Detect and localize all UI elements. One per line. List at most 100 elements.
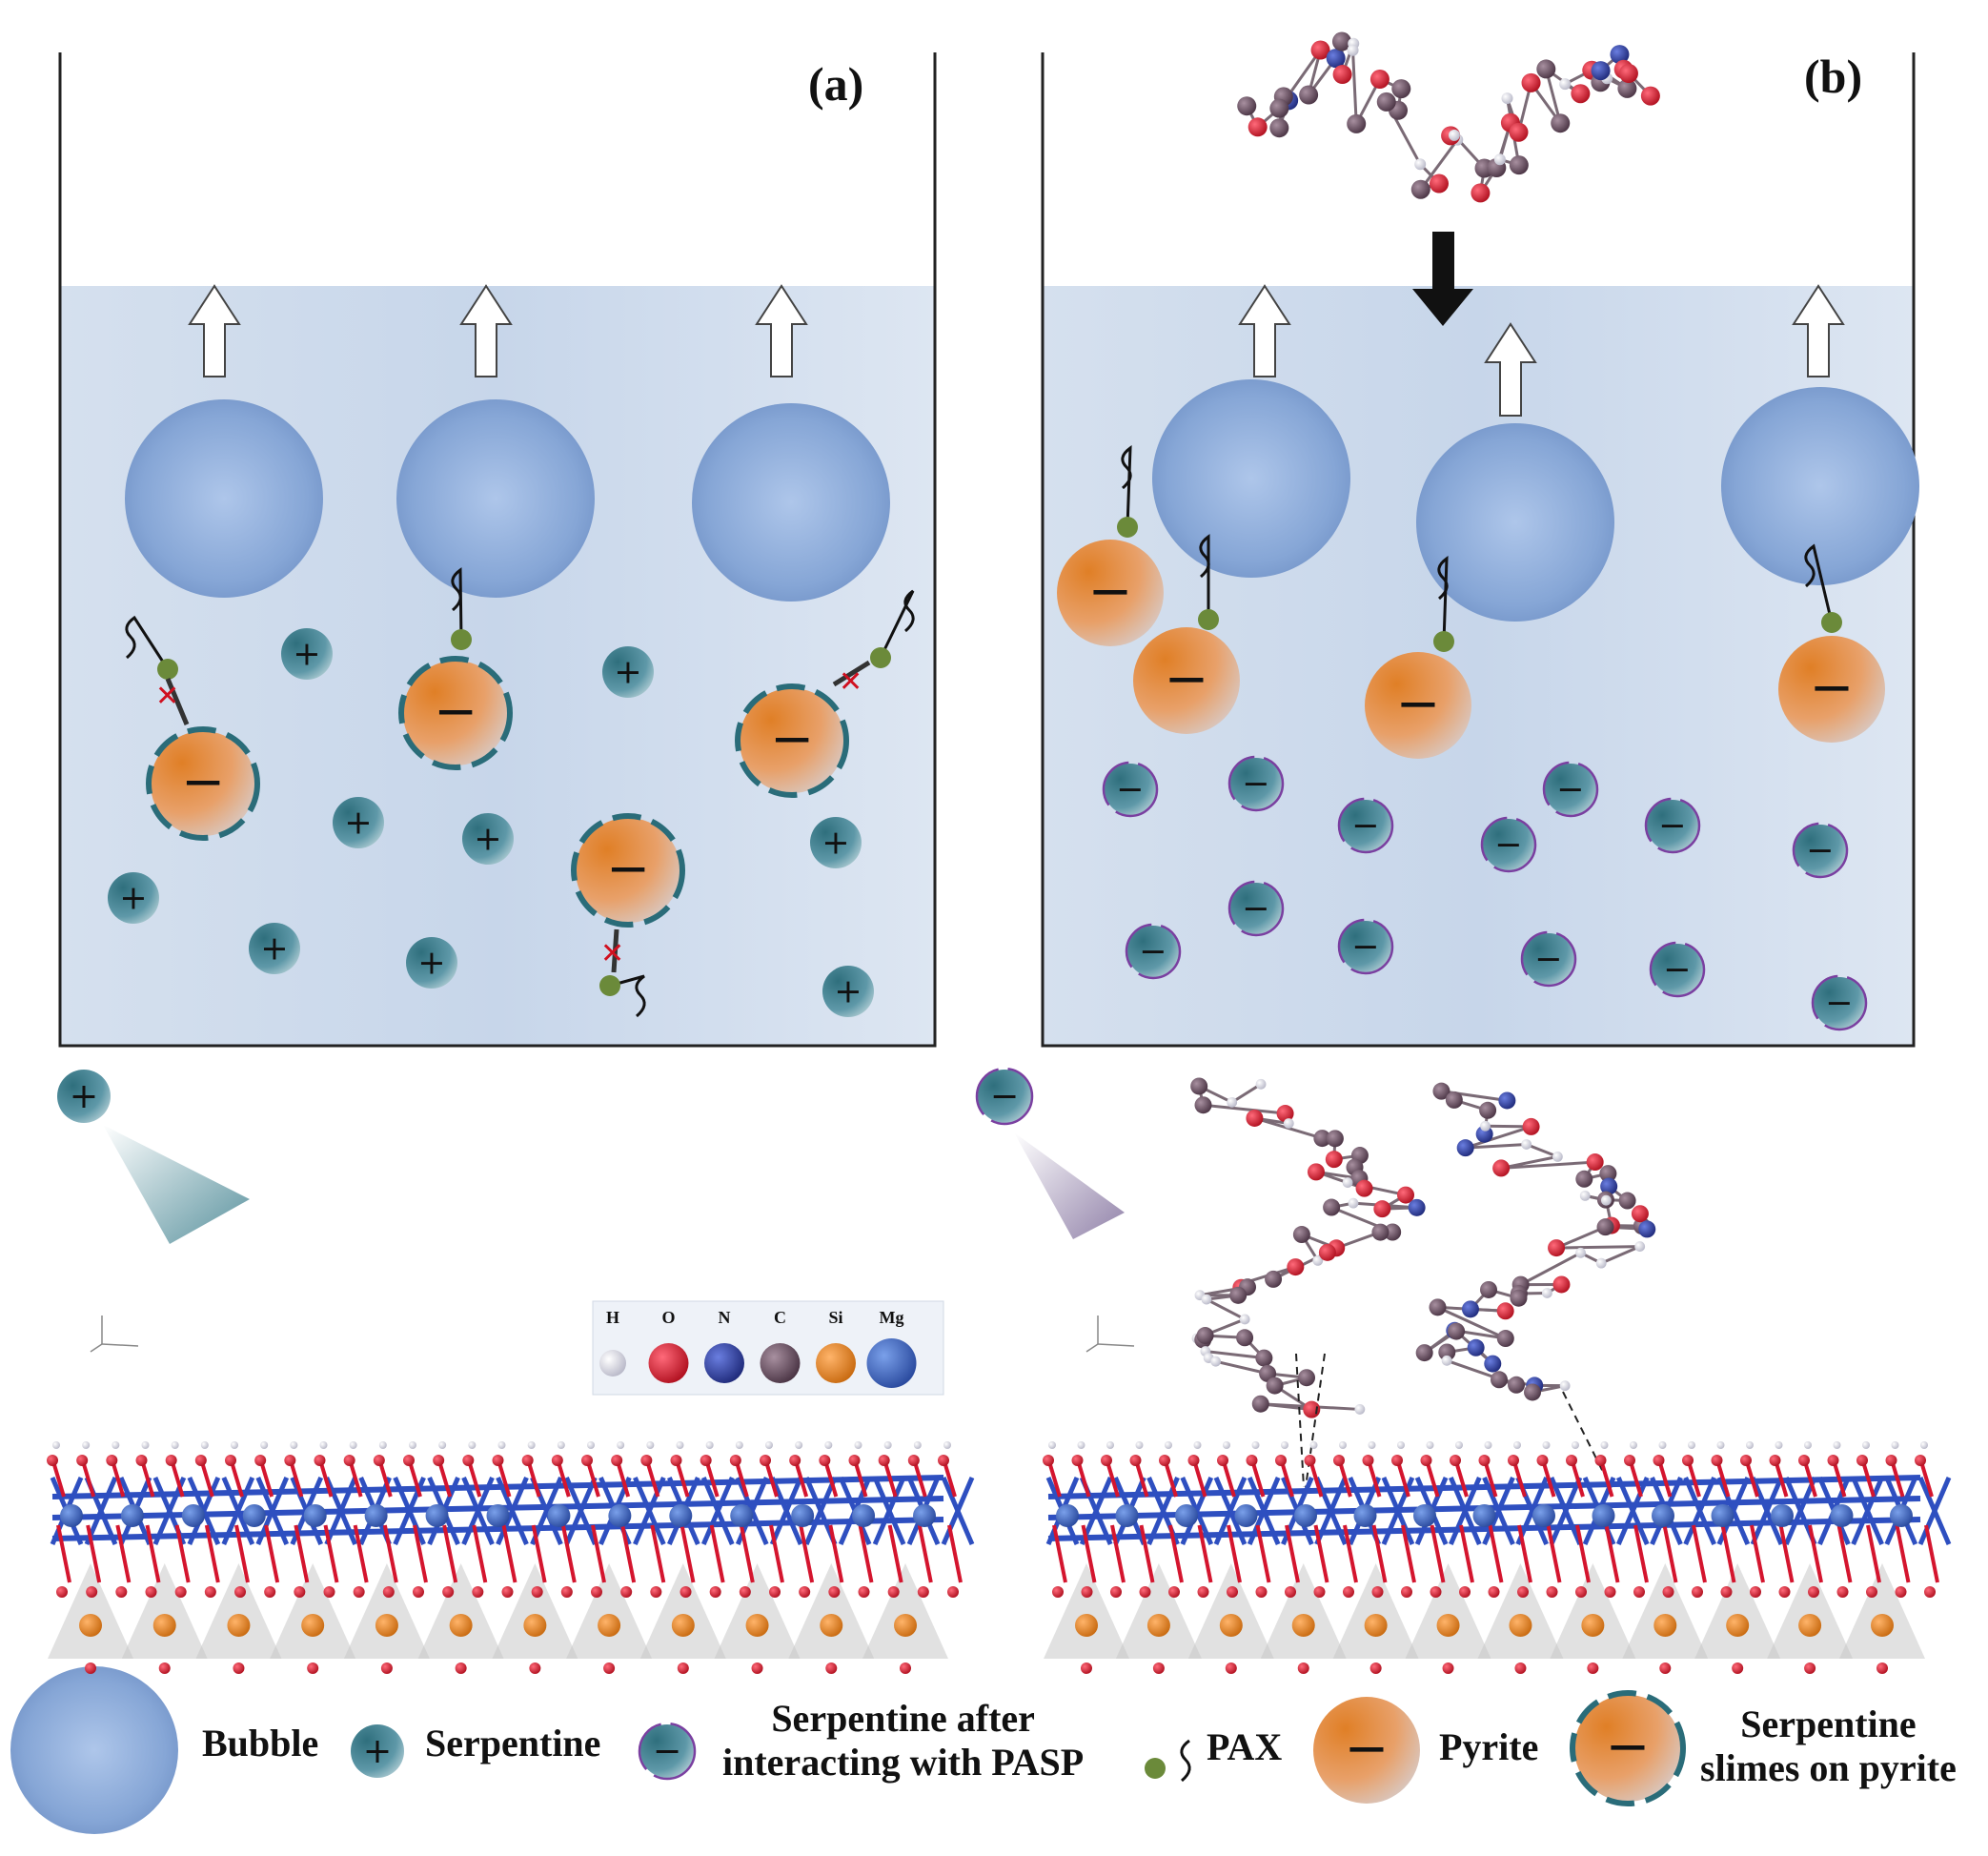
o-atom: [1732, 1662, 1743, 1674]
o-atom: [710, 1586, 721, 1598]
o-atom: [700, 1455, 712, 1466]
pyrite-particle: −: [1133, 627, 1240, 734]
h-atom: [1775, 1441, 1783, 1449]
o-atom: [1363, 1455, 1374, 1466]
o-atom: [442, 1586, 454, 1598]
o-atom: [1924, 1586, 1936, 1598]
o-atom: [650, 1586, 661, 1598]
si-atom: [375, 1614, 398, 1637]
atom: [1298, 1369, 1315, 1386]
h-atom: [1106, 1441, 1114, 1449]
charge-sign: −: [653, 1730, 682, 1771]
o-atom: [581, 1455, 593, 1466]
charge-sign: −: [1242, 888, 1269, 928]
o-atom: [1082, 1586, 1093, 1598]
charge-sign: −: [1810, 657, 1855, 719]
atom: [1195, 1096, 1212, 1113]
h-atom: [1078, 1441, 1085, 1449]
legend-pax-label: PAX: [1207, 1725, 1282, 1769]
legend-serpentine-pasp-symbol: −: [639, 1723, 695, 1779]
o-atom: [1072, 1455, 1084, 1466]
o-atom: [1770, 1455, 1781, 1466]
atom: [1542, 1288, 1552, 1298]
atom: [1229, 1287, 1247, 1304]
atom: [1448, 1323, 1465, 1340]
legend-serpentine-slimes-line1: Serpentine: [1700, 1703, 1957, 1746]
o-atom: [671, 1455, 682, 1466]
silica-tetrahedron: [1044, 1563, 1129, 1659]
atom: [1308, 1163, 1325, 1180]
silica-tetrahedron: [1839, 1563, 1925, 1659]
serpentine-particle: +: [810, 817, 862, 868]
o-atom: [56, 1586, 68, 1598]
serpentine-particle: +: [108, 872, 159, 924]
pyrite-particle: −: [1057, 540, 1164, 646]
serpentine-particle: +: [462, 813, 514, 865]
silica-tetrahedron: [1188, 1563, 1274, 1659]
o-atom: [403, 1455, 415, 1466]
o-atom: [591, 1586, 602, 1598]
o-atom: [522, 1455, 534, 1466]
o-atom: [1915, 1455, 1926, 1466]
si-atom: [1871, 1614, 1894, 1637]
o-atom: [1692, 1586, 1703, 1598]
atom: [1552, 1275, 1570, 1293]
bubble: [125, 399, 323, 598]
o-atom: [383, 1586, 395, 1598]
o-atom: [1508, 1455, 1519, 1466]
o-atom: [1130, 1455, 1142, 1466]
o-atom: [166, 1455, 177, 1466]
o-atom: [264, 1586, 275, 1598]
o-atom: [433, 1455, 444, 1466]
o-atom: [938, 1455, 949, 1466]
o-atom: [740, 1586, 751, 1598]
o-atom: [1140, 1586, 1151, 1598]
mg-atom: [1831, 1504, 1854, 1527]
atom: [1267, 1377, 1284, 1395]
charge-sign: −: [1139, 931, 1166, 970]
o-atom: [1595, 1455, 1607, 1466]
atom: [1333, 65, 1352, 84]
element-key-symbol: N: [719, 1308, 731, 1327]
o-atom: [76, 1455, 88, 1466]
atom: [1373, 1200, 1390, 1217]
o-atom: [1256, 1586, 1268, 1598]
pax-head: [1433, 631, 1454, 652]
atom: [1632, 1205, 1649, 1222]
mg-atom: [1294, 1504, 1317, 1527]
atom: [1501, 92, 1512, 104]
h-atom: [1485, 1441, 1492, 1449]
legend-serpentine-symbol: +: [351, 1724, 404, 1778]
o-atom: [225, 1455, 236, 1466]
pax-head: [1117, 517, 1138, 538]
o-atom: [1779, 1586, 1791, 1598]
o-atom: [1372, 1586, 1384, 1598]
atom: [1580, 1191, 1591, 1201]
atom: [1596, 1258, 1607, 1269]
charge-sign: −: [1556, 769, 1584, 808]
silica-tetrahedron: [1767, 1563, 1853, 1659]
atom: [1370, 70, 1390, 89]
charge-sign: −: [1806, 830, 1834, 869]
atom: [1414, 158, 1426, 170]
atom: [1284, 1118, 1294, 1129]
bond: [1521, 1253, 1581, 1284]
atom: [1497, 1330, 1514, 1347]
atom: [1371, 1224, 1389, 1241]
zoom-beam-a: [103, 1125, 250, 1244]
o-atom: [532, 1586, 543, 1598]
h-atom: [1543, 1441, 1551, 1449]
atom: [1498, 1091, 1515, 1109]
charge-sign: +: [363, 1730, 393, 1771]
o-atom: [1459, 1586, 1471, 1598]
si-atom: [598, 1614, 620, 1637]
atom: [1246, 1110, 1263, 1127]
serpentine-particle: +: [249, 923, 300, 974]
atom: [1299, 86, 1318, 105]
legend-slimes-symbol: −: [1572, 1693, 1683, 1804]
atom: [1575, 1248, 1586, 1258]
mg-atom: [1592, 1504, 1615, 1527]
o-atom: [159, 1662, 171, 1674]
si-atom: [79, 1614, 102, 1637]
